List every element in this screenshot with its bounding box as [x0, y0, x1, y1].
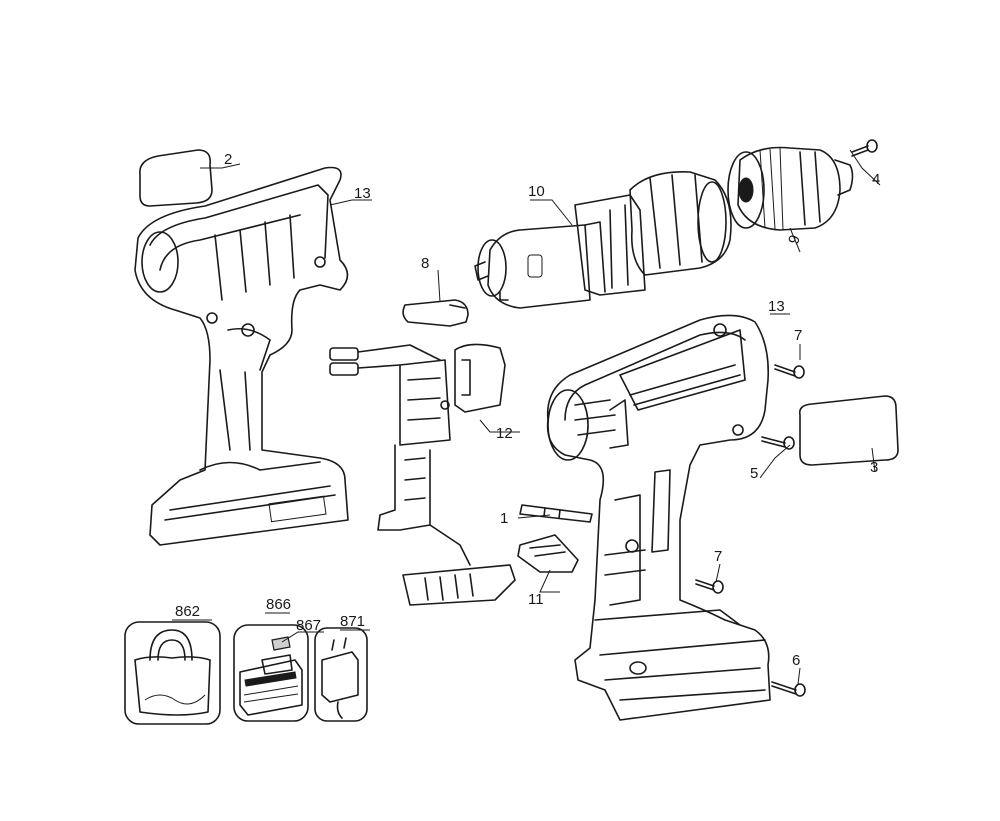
label-part-866: 866 [266, 596, 291, 613]
label-part-867: 867 [296, 617, 321, 634]
label-part-13-right: 13 [768, 298, 785, 315]
part-871-charger-box [314, 627, 368, 722]
part-2-label-plate [139, 149, 213, 207]
part-866-battery-box [233, 624, 309, 722]
part-4-chuck-screw [851, 139, 878, 157]
part-13-left-housing [134, 166, 349, 546]
label-part-9: 9 [785, 233, 804, 247]
part-11-battery-latch [517, 534, 579, 573]
part-8-direction-switch [402, 299, 469, 327]
label-part-8: 8 [421, 255, 429, 272]
label-part-6: 6 [792, 652, 800, 669]
part-1-bit [519, 504, 593, 523]
part-7-screw-lower [695, 579, 724, 594]
label-part-11: 11 [528, 591, 544, 608]
part-5-screw [761, 436, 795, 450]
part-9-chuck [727, 146, 854, 231]
part-10-motor [474, 194, 646, 309]
label-part-7-upper: 7 [794, 327, 802, 344]
label-part-1: 1 [500, 510, 508, 527]
label-part-4: 4 [872, 171, 880, 188]
part-862-bag-box [124, 621, 221, 725]
part-12-trigger-switch [329, 343, 516, 606]
part-3-label-plate [798, 395, 899, 466]
part-6-screw [771, 681, 806, 697]
part-labels: 2 13 8 10 9 4 13 7 5 3 12 1 11 7 6 862 8… [175, 151, 880, 669]
label-part-10: 10 [528, 183, 545, 200]
gearbox [629, 171, 732, 276]
label-part-12: 12 [496, 425, 513, 442]
part-7-screw-upper [774, 364, 805, 379]
label-part-2: 2 [224, 151, 232, 168]
label-part-5: 5 [750, 465, 758, 482]
label-part-7-lower: 7 [714, 548, 722, 565]
label-part-871: 871 [340, 613, 365, 630]
leader-lines [172, 149, 881, 685]
label-part-13-left: 13 [354, 185, 371, 202]
part-13-right-housing [546, 314, 771, 721]
label-part-3: 3 [870, 459, 878, 476]
label-part-862: 862 [175, 603, 200, 620]
